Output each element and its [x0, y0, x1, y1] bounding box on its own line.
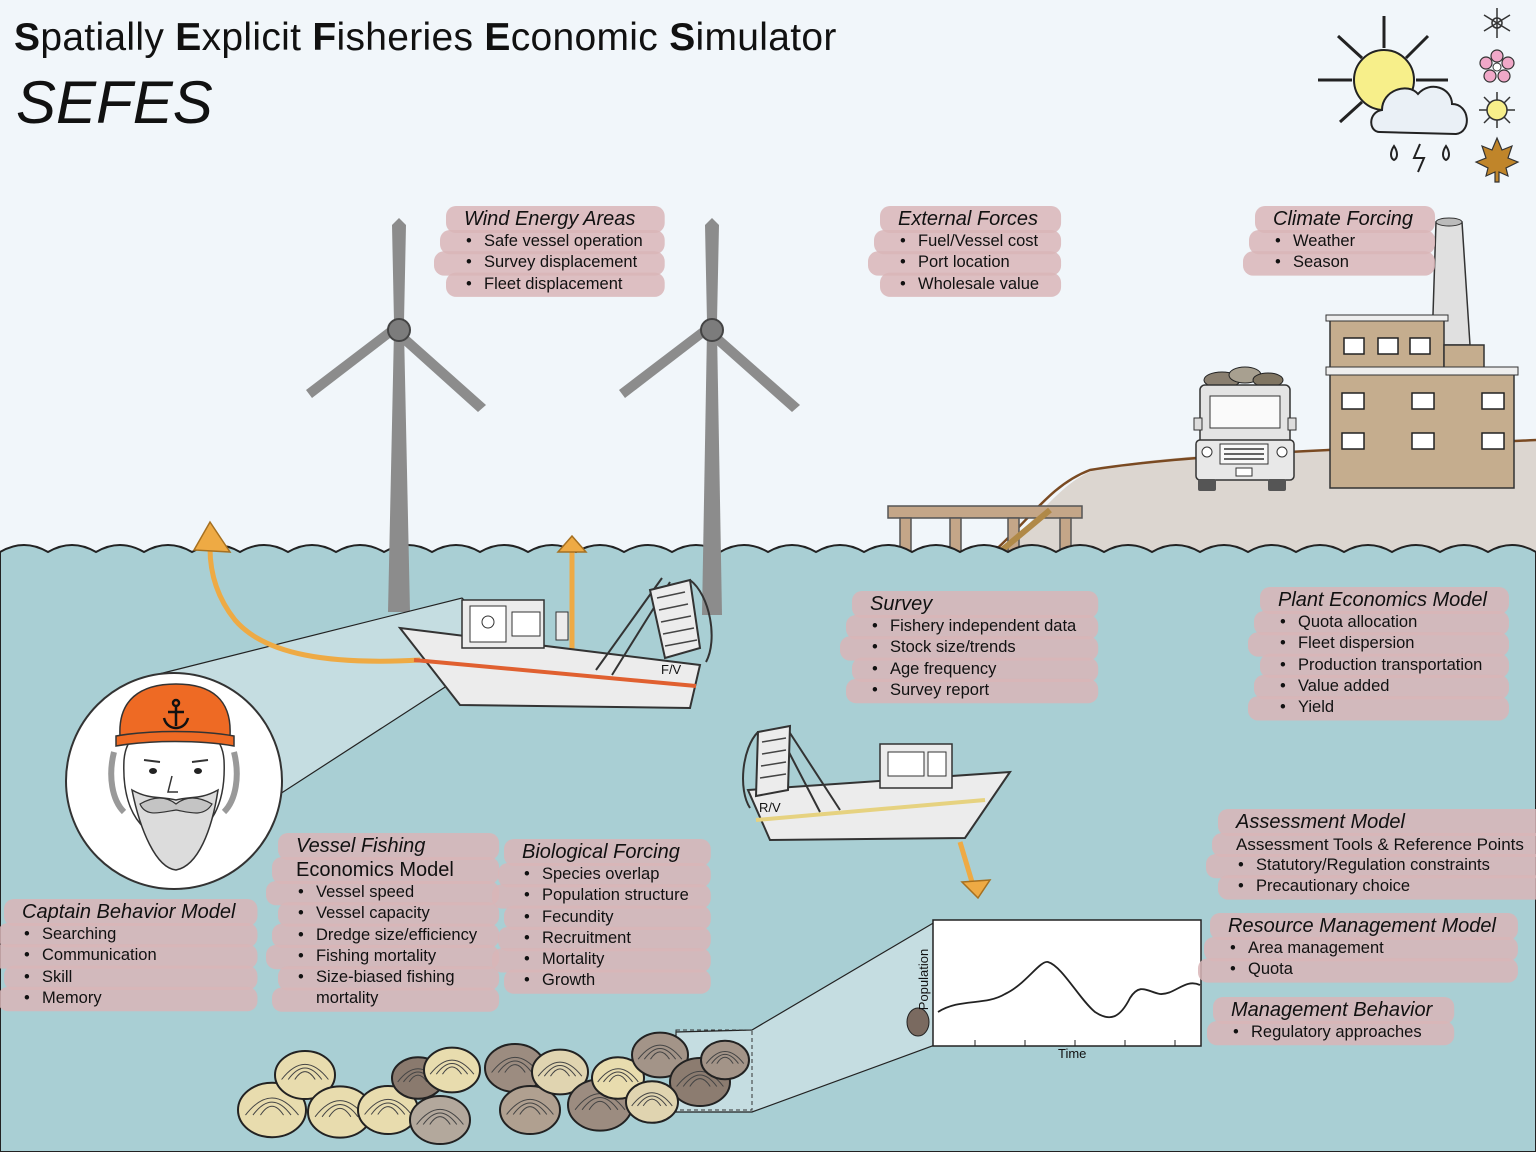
- clam-icon: [499, 1085, 561, 1135]
- clam-icon: [531, 1048, 589, 1096]
- list-item: Production transportation: [1278, 655, 1487, 677]
- list-item: Season: [1273, 252, 1413, 274]
- list-item: Yield: [1278, 697, 1487, 719]
- list-item: Memory: [22, 988, 235, 1010]
- clam-icon: [625, 1080, 679, 1124]
- climate-forcing-box: Climate Forcing WeatherSeason: [1273, 207, 1413, 274]
- sampling-down-arrow: [957, 841, 992, 900]
- delivery-truck: [1193, 366, 1297, 491]
- clam-icon: [423, 1046, 481, 1094]
- wind-energy-box: Wind Energy Areas Safe vessel operationS…: [464, 207, 643, 295]
- box-title: Plant Economics Model: [1278, 589, 1487, 611]
- list-item: Fishing mortality: [296, 946, 477, 968]
- list-item: Value added: [1278, 676, 1487, 698]
- clam-icon: [700, 1039, 750, 1081]
- list-item: Population structure: [522, 885, 689, 907]
- list-item: Skill: [22, 967, 235, 989]
- box-subtitle: Economics Model: [296, 859, 454, 881]
- list-item: Searching: [22, 924, 235, 946]
- box-title: External Forces: [898, 208, 1039, 230]
- box-title: Biological Forcing: [522, 841, 680, 863]
- list-item: Wholesale value: [898, 274, 1039, 296]
- biological-forcing-box: Biological Forcing Species overlapPopula…: [522, 840, 689, 992]
- list-item: Fleet dispersion: [1278, 633, 1487, 655]
- rain-icon: [1390, 143, 1450, 173]
- population-line: [937, 961, 1201, 1019]
- list-item: Area management: [1228, 938, 1496, 960]
- list-item: Growth: [522, 970, 689, 992]
- list-item: Weather: [1273, 231, 1413, 253]
- wind-turbine-right: [619, 218, 800, 615]
- list-item: Age frequency: [870, 659, 1076, 681]
- summer-sun-icon: [1479, 92, 1515, 128]
- list-item: Size-biased fishing: [296, 967, 477, 989]
- box-title: Management Behavior: [1231, 999, 1433, 1021]
- research-vessel: [742, 724, 1012, 842]
- list-item: Fuel/Vessel cost: [898, 231, 1039, 253]
- list-item: Survey displacement: [464, 252, 643, 274]
- box-title: Resource Management Model: [1228, 915, 1496, 937]
- anchor-icon: [162, 698, 190, 730]
- survey-box: Survey Fishery independent dataStock siz…: [870, 592, 1076, 701]
- list-item: Regulatory approaches: [1231, 1022, 1432, 1044]
- box-title: Assessment Model: [1236, 811, 1405, 833]
- list-item-continued: mortality: [316, 989, 379, 1008]
- box-title: Climate Forcing: [1273, 208, 1414, 230]
- management-behavior-box: Management Behavior Regulatory approache…: [1231, 998, 1433, 1044]
- list-item: Recruitment: [522, 928, 689, 950]
- captain-behavior-box: Captain Behavior Model SearchingCommunic…: [22, 900, 235, 1009]
- maple-leaf-icon: [1474, 136, 1520, 183]
- page-acronym: SEFES: [16, 69, 213, 136]
- list-item: Statutory/Regulation constraints: [1236, 855, 1524, 877]
- box-title: Wind Energy Areas: [464, 208, 636, 230]
- list-item: Vessel capacity: [296, 903, 477, 925]
- box-title: Survey: [870, 593, 933, 615]
- list-item: Vessel speed: [296, 882, 477, 904]
- resource-management-box: Resource Management Model Area managemen…: [1228, 914, 1496, 981]
- clam-icon: [906, 1007, 930, 1037]
- fishing-vessel: [397, 577, 713, 710]
- plant-economics-box: Plant Economics Model Quota allocationFl…: [1278, 588, 1487, 719]
- box-title: Captain Behavior Model: [22, 901, 236, 923]
- list-item: Fishery independent data: [870, 616, 1076, 638]
- clam-bed: [237, 1031, 750, 1145]
- box-title: Vessel Fishing: [296, 835, 426, 857]
- population-chart: [906, 919, 1202, 1047]
- captain-portrait: [65, 672, 283, 890]
- list-item: Quota: [1228, 959, 1496, 981]
- wind-turbine-left: [306, 218, 486, 612]
- page-title: Spatially Explicit Fisheries Economic Si…: [14, 16, 837, 59]
- fleet-arrow: [192, 520, 421, 664]
- clam-icon: [274, 1050, 336, 1100]
- flower-icon: [1479, 49, 1515, 83]
- list-item: Mortality: [522, 949, 689, 971]
- list-item: Species overlap: [522, 864, 689, 886]
- clam-icon: [409, 1095, 471, 1145]
- list-item: Survey report: [870, 680, 1076, 702]
- processing-plant: [1325, 217, 1519, 489]
- list-item: Safe vessel operation: [464, 231, 643, 253]
- chart-y-label: Population: [916, 948, 932, 1011]
- list-item: Fleet displacement: [464, 274, 643, 296]
- list-item: Precautionary choice: [1236, 876, 1524, 898]
- list-item: Quota allocation: [1278, 612, 1487, 634]
- fishing-vessel-label: F/V: [661, 662, 682, 677]
- list-item: Stock size/trends: [870, 637, 1076, 659]
- research-vessel-label: R/V: [759, 800, 781, 815]
- assessment-model-box: Assessment Model Assessment Tools & Refe…: [1236, 810, 1524, 898]
- cloud-icon: [1370, 85, 1468, 136]
- vessel-fishing-box: Vessel Fishing Economics Model Vessel sp…: [296, 834, 477, 1010]
- clam-icon: [307, 1085, 373, 1139]
- clam-icon: [631, 1031, 689, 1079]
- list-item: Port location: [898, 252, 1039, 274]
- snowflake-icon: [1483, 8, 1511, 38]
- chart-x-label: Time: [1058, 1046, 1087, 1061]
- box-subtitle: Assessment Tools & Reference Points: [1236, 835, 1524, 854]
- list-item: Dredge size/efficiency: [296, 925, 477, 947]
- list-item: Communication: [22, 945, 235, 967]
- external-forces-box: External Forces Fuel/Vessel costPort loc…: [898, 207, 1039, 295]
- list-item: Fecundity: [522, 907, 689, 929]
